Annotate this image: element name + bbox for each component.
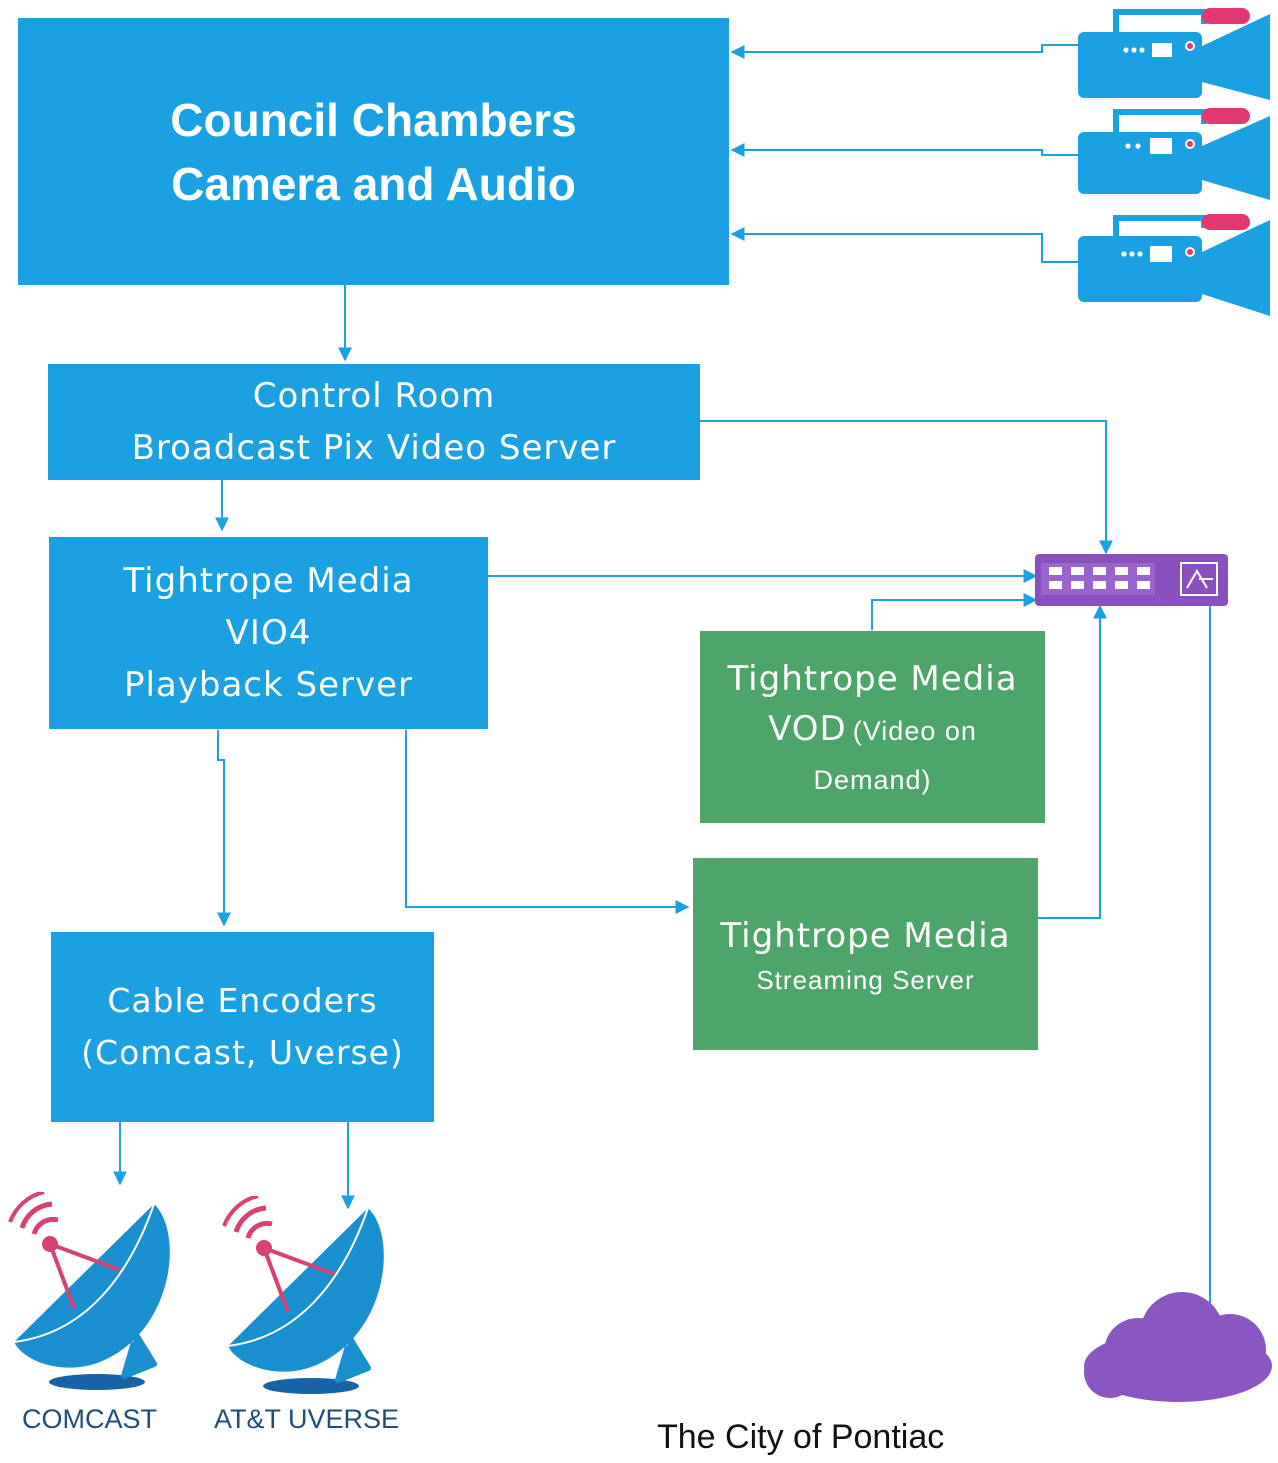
streaming-to-switch-connector <box>1038 604 1107 919</box>
vio4-to-streaming-connector <box>405 730 690 914</box>
control-to-switch-connector <box>700 420 1113 555</box>
video-camera-icon <box>1078 8 1270 100</box>
council-chambers-box: Council Chambers Camera and Audio <box>18 18 729 285</box>
vod-line-3: Demand) <box>813 765 932 795</box>
vod-line-2-small: (Video on <box>852 716 977 746</box>
camera-3-connector <box>730 227 1080 263</box>
vio4-to-encoders-connector <box>217 730 231 927</box>
video-camera-icon <box>1078 108 1270 200</box>
camera-2-connector <box>730 143 1080 157</box>
vod-line-2: VOD (Video on <box>768 704 977 760</box>
att-uverse-label: AT&T UVERSE <box>214 1404 400 1434</box>
council-title-line-1: Council Chambers <box>170 93 577 146</box>
encoders-line-2: (Comcast, Uverse) <box>81 1033 404 1072</box>
comcast-label: COMCAST <box>22 1404 157 1434</box>
control-room-line-2: Broadcast Pix Video Server <box>131 428 617 468</box>
vod-server-box: Tightrope Media VOD (Video on Demand) <box>700 631 1045 823</box>
satellite-dish-icon <box>8 1192 170 1390</box>
vod-to-switch-connector <box>871 593 1038 630</box>
council-title-line-2: Camera and Audio <box>171 157 576 210</box>
video-camera-icon <box>1078 214 1270 316</box>
vio4-line-3: Playback Server <box>123 665 413 705</box>
vod-line-1: Tightrope Media <box>727 659 1018 699</box>
camera-1-connector <box>730 44 1080 59</box>
internet-cloud-icon <box>1084 1292 1272 1402</box>
streaming-line-1: Tightrope Media <box>720 916 1011 956</box>
streaming-server-box: Tightrope Media Streaming Server <box>693 858 1038 1050</box>
control-room-box: Control Room Broadcast Pix Video Server <box>48 364 700 480</box>
vio4-line-2: VIO4 <box>225 613 312 653</box>
satellite-dish-icon <box>222 1196 384 1394</box>
network-switch-icon <box>1035 554 1228 606</box>
control-room-line-1: Control Room <box>252 376 496 416</box>
streaming-line-2: Streaming Server <box>756 965 975 995</box>
encoders-line-1: Cable Encoders <box>107 981 378 1020</box>
vio4-playback-server-box: Tightrope Media VIO4 Playback Server <box>49 537 488 729</box>
city-title: The City of Pontiac <box>657 1418 945 1456</box>
cable-encoders-box: Cable Encoders (Comcast, Uverse) <box>51 932 434 1122</box>
vod-line-2-main: VOD <box>768 709 847 749</box>
vio4-line-1: Tightrope Media <box>123 561 414 601</box>
